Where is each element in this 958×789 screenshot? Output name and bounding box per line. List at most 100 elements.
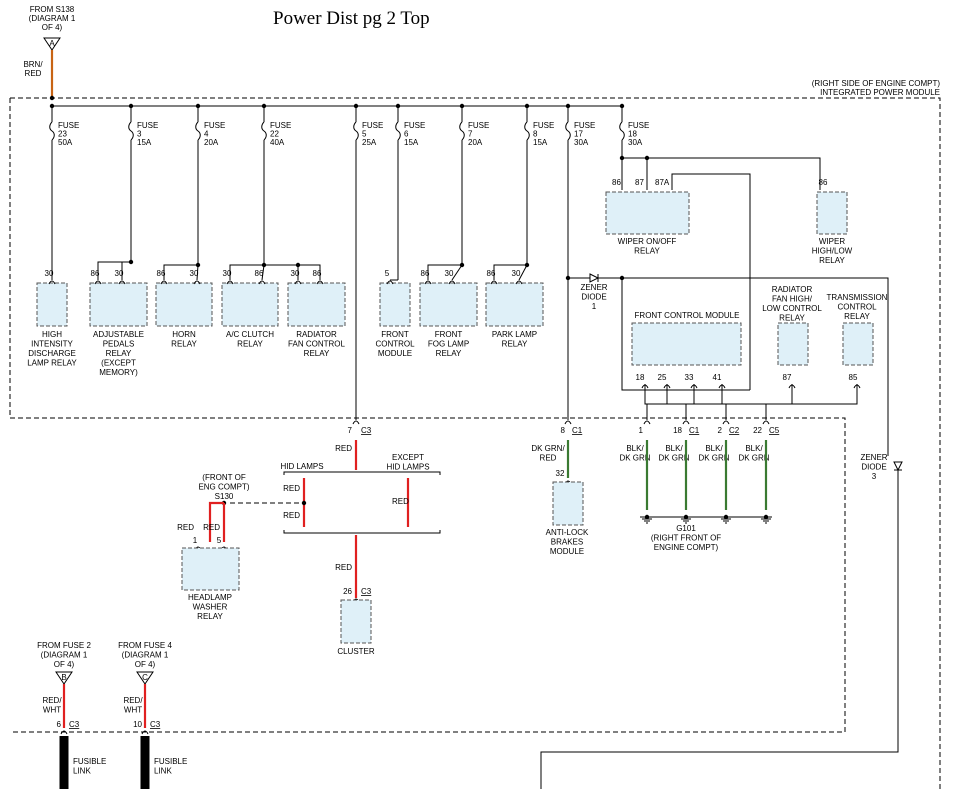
source-label: OF 4): [42, 23, 63, 32]
pin-terminal: [60, 730, 68, 735]
junction-dot: [261, 103, 267, 109]
fuse-symbol: [524, 121, 530, 141]
wire: [196, 264, 199, 281]
wire-color-label: RED: [392, 497, 409, 506]
ground-pin-label: 18: [673, 426, 682, 435]
relay-name: PEDALS: [103, 340, 135, 349]
bottom-connector: [136, 671, 154, 685]
wire-color-label: WHT: [43, 706, 61, 715]
wire-color-label: DK GRN: [738, 454, 769, 463]
wire-color-label: DK GRN/: [531, 444, 565, 453]
junction-dot: [128, 259, 134, 265]
relay-box: [36, 282, 68, 327]
pin-terminal: [722, 420, 730, 425]
wire: [671, 173, 751, 390]
page-title: Power Dist pg 2 Top: [273, 8, 430, 29]
fuse-label: 15A: [404, 138, 419, 147]
fuse-label: 40A: [270, 138, 285, 147]
wire-color-label: RED: [283, 511, 300, 520]
ipm-boundary-right: [10, 97, 941, 789]
wire-color-label: RED/: [42, 696, 62, 705]
pin-terminal: [316, 280, 324, 285]
wire: [261, 264, 265, 281]
pin-terminal: [682, 420, 690, 425]
relay-pin-label: 86: [487, 269, 496, 278]
wire: [518, 264, 528, 281]
fuse-symbol: [619, 121, 625, 141]
wiper-highlow-relay-box: [816, 191, 848, 235]
relay-box: [379, 282, 411, 327]
wire: [598, 277, 889, 456]
fuse-label: FUSE: [270, 121, 291, 130]
junction-dot: [395, 103, 401, 109]
wire-color-label: RED: [283, 484, 300, 493]
relay-name: HORN: [172, 330, 196, 339]
radfan-hilo-name: FAN HIGH/: [772, 295, 813, 304]
source-label: FROM S138: [30, 5, 75, 14]
junction-dot: [128, 103, 134, 109]
red-wire: [208, 501, 224, 542]
fcm-pin-label: 41: [713, 373, 722, 382]
except-hid-label: EXCEPT: [392, 453, 424, 462]
relay-name: WIPER ON/OFF: [618, 237, 677, 246]
relay-pin-label: 87A: [655, 178, 670, 187]
zener-diode-1: [589, 273, 600, 283]
relay-box: [89, 282, 148, 327]
junction-dot: [524, 262, 530, 268]
trans-relay-name: RELAY: [844, 312, 870, 321]
relay-pin-label: 87: [783, 373, 792, 382]
pin-label: 1: [193, 536, 198, 545]
relay-pin-label: 30: [223, 269, 232, 278]
fuse-label: 4: [204, 130, 209, 139]
bottom-connector: [55, 671, 73, 685]
wire: [163, 264, 198, 280]
connector-label: C3: [361, 426, 372, 435]
fuse-label: 5: [362, 130, 367, 139]
junction-dot: [459, 262, 465, 268]
pin-terminal: [515, 280, 523, 285]
pin-terminal: [564, 420, 572, 425]
fuse-label: 23: [58, 130, 67, 139]
ground-pin-label: 22: [753, 426, 762, 435]
wire-color-label: RED: [335, 563, 352, 572]
relay-name: INTENSITY: [31, 340, 73, 349]
fuse-label: 20A: [204, 138, 219, 147]
fcm-pin-label: 18: [636, 373, 645, 382]
relay-name: RELAY: [171, 340, 197, 349]
bottom-source-label: (DIAGRAM 1: [122, 651, 169, 660]
wire-color-label: RED: [177, 523, 194, 532]
relay-box: [221, 282, 279, 327]
headlamp-washer-relay-box: [181, 547, 240, 591]
headlamp-washer-name: WASHER: [193, 603, 228, 612]
junction-dot: [301, 500, 307, 506]
wire: [765, 384, 858, 405]
pin-terminal: [490, 280, 498, 285]
pin-terminal: [424, 280, 432, 285]
pin-label: 8: [561, 426, 566, 435]
junction-dot: [353, 103, 359, 109]
g101-label: G101: [676, 524, 696, 533]
wire-color-label: DK GRN: [698, 454, 729, 463]
pin-terminal: [118, 280, 126, 285]
wire-color-label: BLK/: [665, 444, 683, 453]
trans-relay-name: CONTROL: [837, 303, 877, 312]
bottom-source-label: FROM FUSE 2: [37, 641, 91, 650]
abs-module-box: [552, 481, 584, 526]
wire-color-label: WHT: [124, 706, 142, 715]
relay-name: RELAY: [106, 349, 132, 358]
junction-dot: [295, 262, 301, 268]
zener-label: 1: [592, 302, 597, 311]
radfan-hilo-relay-box: [777, 322, 809, 366]
ground-pin-label: 1: [639, 426, 644, 435]
fuse-symbol: [128, 121, 134, 141]
fuse-label: 7: [468, 130, 473, 139]
relay-pin-label: 85: [849, 373, 858, 382]
front-control-module-box: [631, 322, 742, 366]
fusible-link-label: LINK: [154, 767, 172, 776]
pin-terminal: [94, 280, 102, 285]
headlamp-washer-name: HEADLAMP: [188, 593, 232, 602]
junction-dot: [459, 103, 465, 109]
fuse-label: 15A: [137, 138, 152, 147]
pin-terminal: [258, 280, 266, 285]
